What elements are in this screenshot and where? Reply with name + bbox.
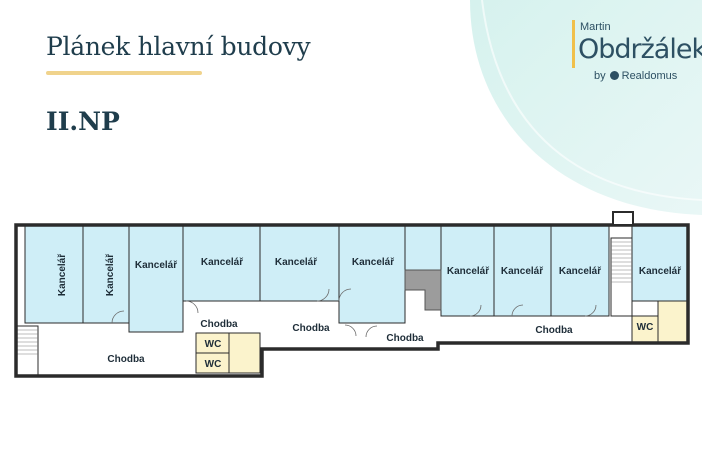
corridor-label: Chodba (107, 354, 145, 365)
office-room (82, 224, 130, 324)
staircase-left (15, 325, 39, 377)
logo-brand: Realdomus (621, 70, 678, 82)
corridor-label: Chodba (200, 319, 238, 330)
office-label: Kancelář (135, 260, 177, 271)
staircase-right (610, 237, 633, 317)
office-label: Kancelář (639, 266, 681, 277)
office-label: Kancelář (447, 266, 489, 277)
corridor-label: Chodba (386, 333, 424, 344)
office-room (404, 224, 442, 271)
office-label: Kancelář (105, 254, 116, 296)
office-label: Kancelář (559, 266, 601, 277)
chimney (612, 211, 634, 226)
office-label: Kancelář (352, 257, 394, 268)
office-label: Kancelář (57, 254, 68, 296)
office-label: Kancelář (275, 257, 317, 268)
title-underline (46, 71, 202, 75)
logo-accent-bar (572, 20, 575, 68)
exterior-wall (14, 223, 690, 378)
office-label: Kancelář (201, 257, 243, 268)
room-labels: Kancelář Kancelář Kancelář Kancelář Kanc… (57, 254, 681, 370)
wc-lobby (228, 332, 261, 374)
floor-label: II.NP (46, 107, 120, 136)
corridor-label: Chodba (535, 325, 573, 336)
logo-last-name: Obdržálek (578, 34, 702, 65)
door-swings (111, 288, 597, 338)
wc-room (631, 315, 659, 344)
wc-rooms (195, 300, 689, 374)
office-room (631, 224, 689, 302)
office-label: Kancelář (501, 266, 543, 277)
office-room (550, 224, 610, 317)
wc-lobby (657, 300, 689, 344)
office-room (338, 224, 406, 324)
wc-label: WC (205, 359, 222, 370)
logo-first-name: Martin (580, 21, 611, 33)
office-room (440, 224, 495, 317)
page-title: Plánek hlavní budovy (46, 32, 311, 61)
stair-core (404, 269, 442, 311)
office-room (24, 224, 84, 324)
offices (24, 224, 689, 333)
realdomus-icon (609, 71, 619, 80)
corridor-label: Chodba (292, 323, 330, 334)
office-room (259, 224, 340, 302)
logo-byline: by Realdomus (594, 70, 677, 82)
company-logo: Martin Obdržálek by Realdomus (572, 18, 702, 84)
office-room (182, 224, 261, 302)
logo-by: by (594, 70, 606, 82)
wc-label: WC (205, 339, 222, 350)
office-room (128, 224, 184, 333)
wc-label: WC (637, 322, 654, 333)
